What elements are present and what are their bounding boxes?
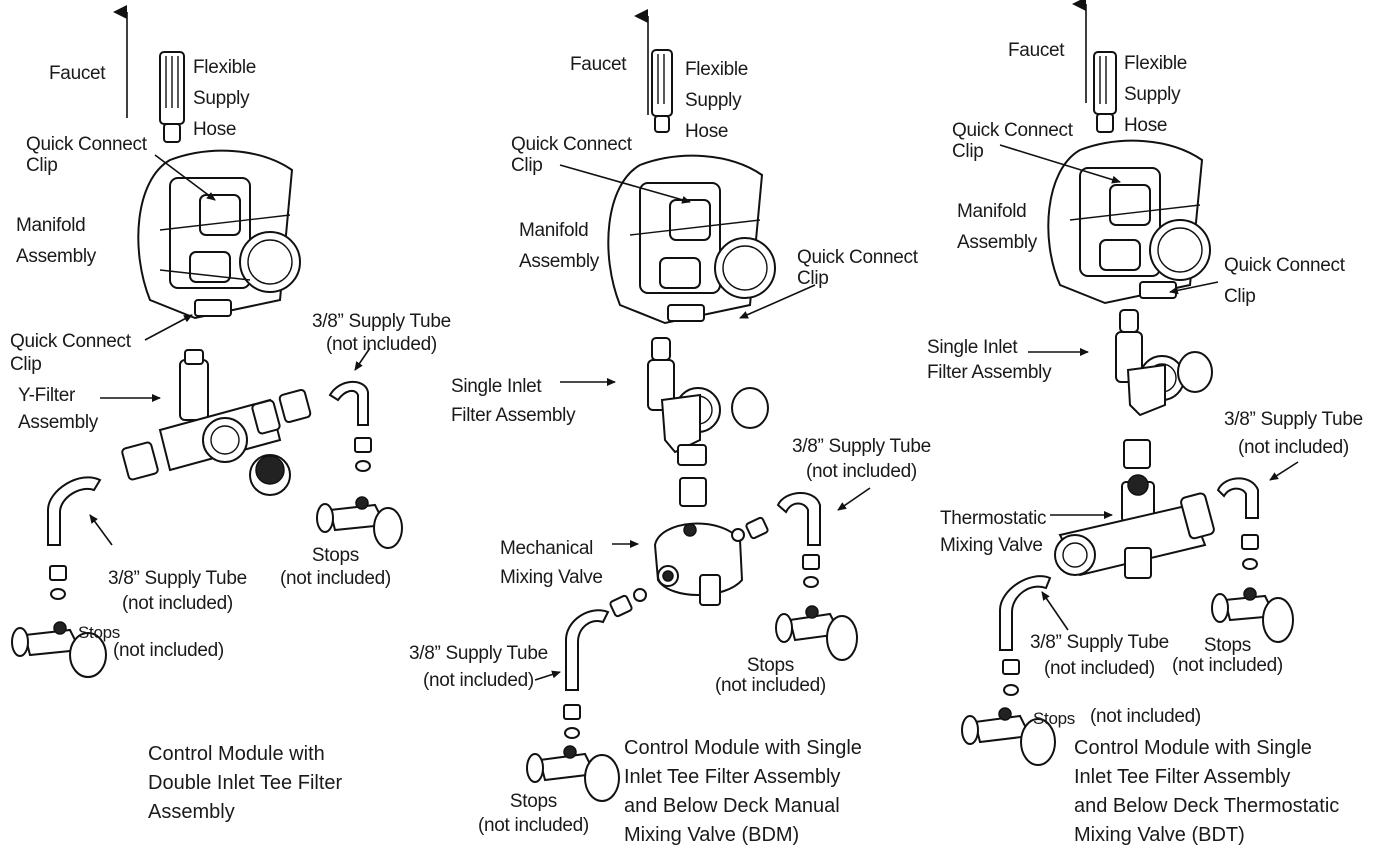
quick-connect-clip-right-label-right: Quick Connect Clip (1224, 255, 1345, 307)
manifold-assembly-middle (607, 154, 776, 325)
quick-connect-clip-bottom-label-left: Quick Connect Clip (10, 331, 131, 375)
stop-valve-left-middle-panel (526, 745, 620, 802)
quick-connect-clip-top-label-middle: Quick Connect Clip (511, 134, 632, 176)
flexible-hose-left (159, 51, 185, 143)
flexible-supply-hose-label-middle: Flexible Supply Hose (685, 59, 749, 142)
supply-tube-right-label-middle: 3/8” Supply Tube (not included) (792, 436, 931, 482)
manifold-assembly-right (1047, 139, 1211, 305)
stops-right-label-right: Stops (not included) (1172, 635, 1283, 676)
supply-tube-left-left-panel (47, 476, 102, 546)
middle-panel-drawing (526, 9, 871, 802)
stop-valve-right-middle-panel (775, 605, 858, 661)
stop-valve-left-left-panel (11, 621, 107, 678)
stop-valve-left-right-panel (961, 707, 1056, 766)
caption-middle: Control Module with Single Inlet Tee Fil… (624, 737, 862, 846)
single-inlet-filter-label-right: Single Inlet Filter Assembly (927, 337, 1052, 383)
mechanical-mixing-valve-middle (653, 522, 744, 606)
right-panel-drawing (961, 0, 1299, 766)
supply-tube-left-right-panel (999, 575, 1052, 651)
left-panel-drawing (11, 5, 403, 678)
manifold-assembly-label-left: Manifold Assembly (16, 215, 96, 267)
flexible-hose-right (1093, 51, 1117, 133)
supply-tube-right-right-panel (1216, 477, 1259, 519)
single-inlet-filter-right (1115, 309, 1213, 469)
nut-right-left-panel (354, 437, 372, 453)
supply-tube-right-left-panel (328, 380, 369, 426)
mechanical-mixing-valve-label: Mechanical Mixing Valve (500, 538, 603, 588)
supply-tube-left-label-right: 3/8” Supply Tube (not included) (1030, 632, 1169, 679)
faucet-label-middle: Faucet (570, 54, 627, 75)
stops-right-label-left: Stops (not included) (280, 545, 391, 589)
faucet-label-right: Faucet (1008, 40, 1065, 61)
flexible-supply-hose-label-left: Flexible Supply Hose (193, 57, 257, 140)
manifold-assembly-label-right: Manifold Assembly (957, 201, 1037, 253)
stops-left-note-left: (not included) (113, 640, 224, 661)
single-inlet-filter-label-middle: Single Inlet Filter Assembly (451, 376, 576, 426)
y-filter-assembly-left (121, 349, 312, 496)
caption-right: Control Module with Single Inlet Tee Fil… (1074, 737, 1340, 846)
supply-tube-left-label-left: 3/8” Supply Tube (not included) (108, 568, 247, 614)
stops-left-label-left: Stops (78, 623, 120, 642)
thermostatic-mixing-valve-right (1054, 474, 1215, 579)
supply-tube-right-middle-panel (776, 492, 821, 546)
stops-left-label-right: Stops (1033, 709, 1075, 728)
supply-tube-right-label-right: 3/8” Supply Tube (not included) (1224, 409, 1363, 458)
stops-left-label-middle: Stops (not included) (478, 791, 589, 836)
stops-right-label-middle: Stops (not included) (715, 655, 826, 696)
supply-tube-left-middle-panel (565, 609, 610, 691)
quick-connect-clip-right-label-middle: Quick Connect Clip (797, 247, 918, 289)
supply-tube-left-label-middle: 3/8” Supply Tube (not included) (409, 643, 548, 691)
stop-valve-right-right-panel (1211, 587, 1294, 643)
flexible-supply-hose-label-right: Flexible Supply Hose (1124, 53, 1188, 136)
manifold-assembly-left (137, 149, 301, 320)
flexible-hose-middle (651, 49, 673, 133)
stop-valve-right-left-panel (316, 496, 403, 549)
thermostatic-mixing-valve-label: Thermostatic Mixing Valve (940, 508, 1047, 556)
stops-left-note-right: (not included) (1090, 706, 1201, 727)
quick-connect-clip-top-label-right: Quick Connect Clip (952, 120, 1073, 162)
faucet-label-left: Faucet (49, 63, 106, 84)
y-filter-assembly-label: Y-Filter Assembly (18, 385, 98, 433)
caption-left: Control Module with Double Inlet Tee Fil… (148, 743, 343, 823)
manifold-assembly-label-middle: Manifold Assembly (519, 220, 599, 272)
supply-tube-right-label-left: 3/8” Supply Tube (not included) (312, 311, 451, 355)
quick-connect-clip-top-label-left: Quick Connect Clip (26, 134, 147, 176)
single-inlet-filter-middle (647, 337, 769, 507)
